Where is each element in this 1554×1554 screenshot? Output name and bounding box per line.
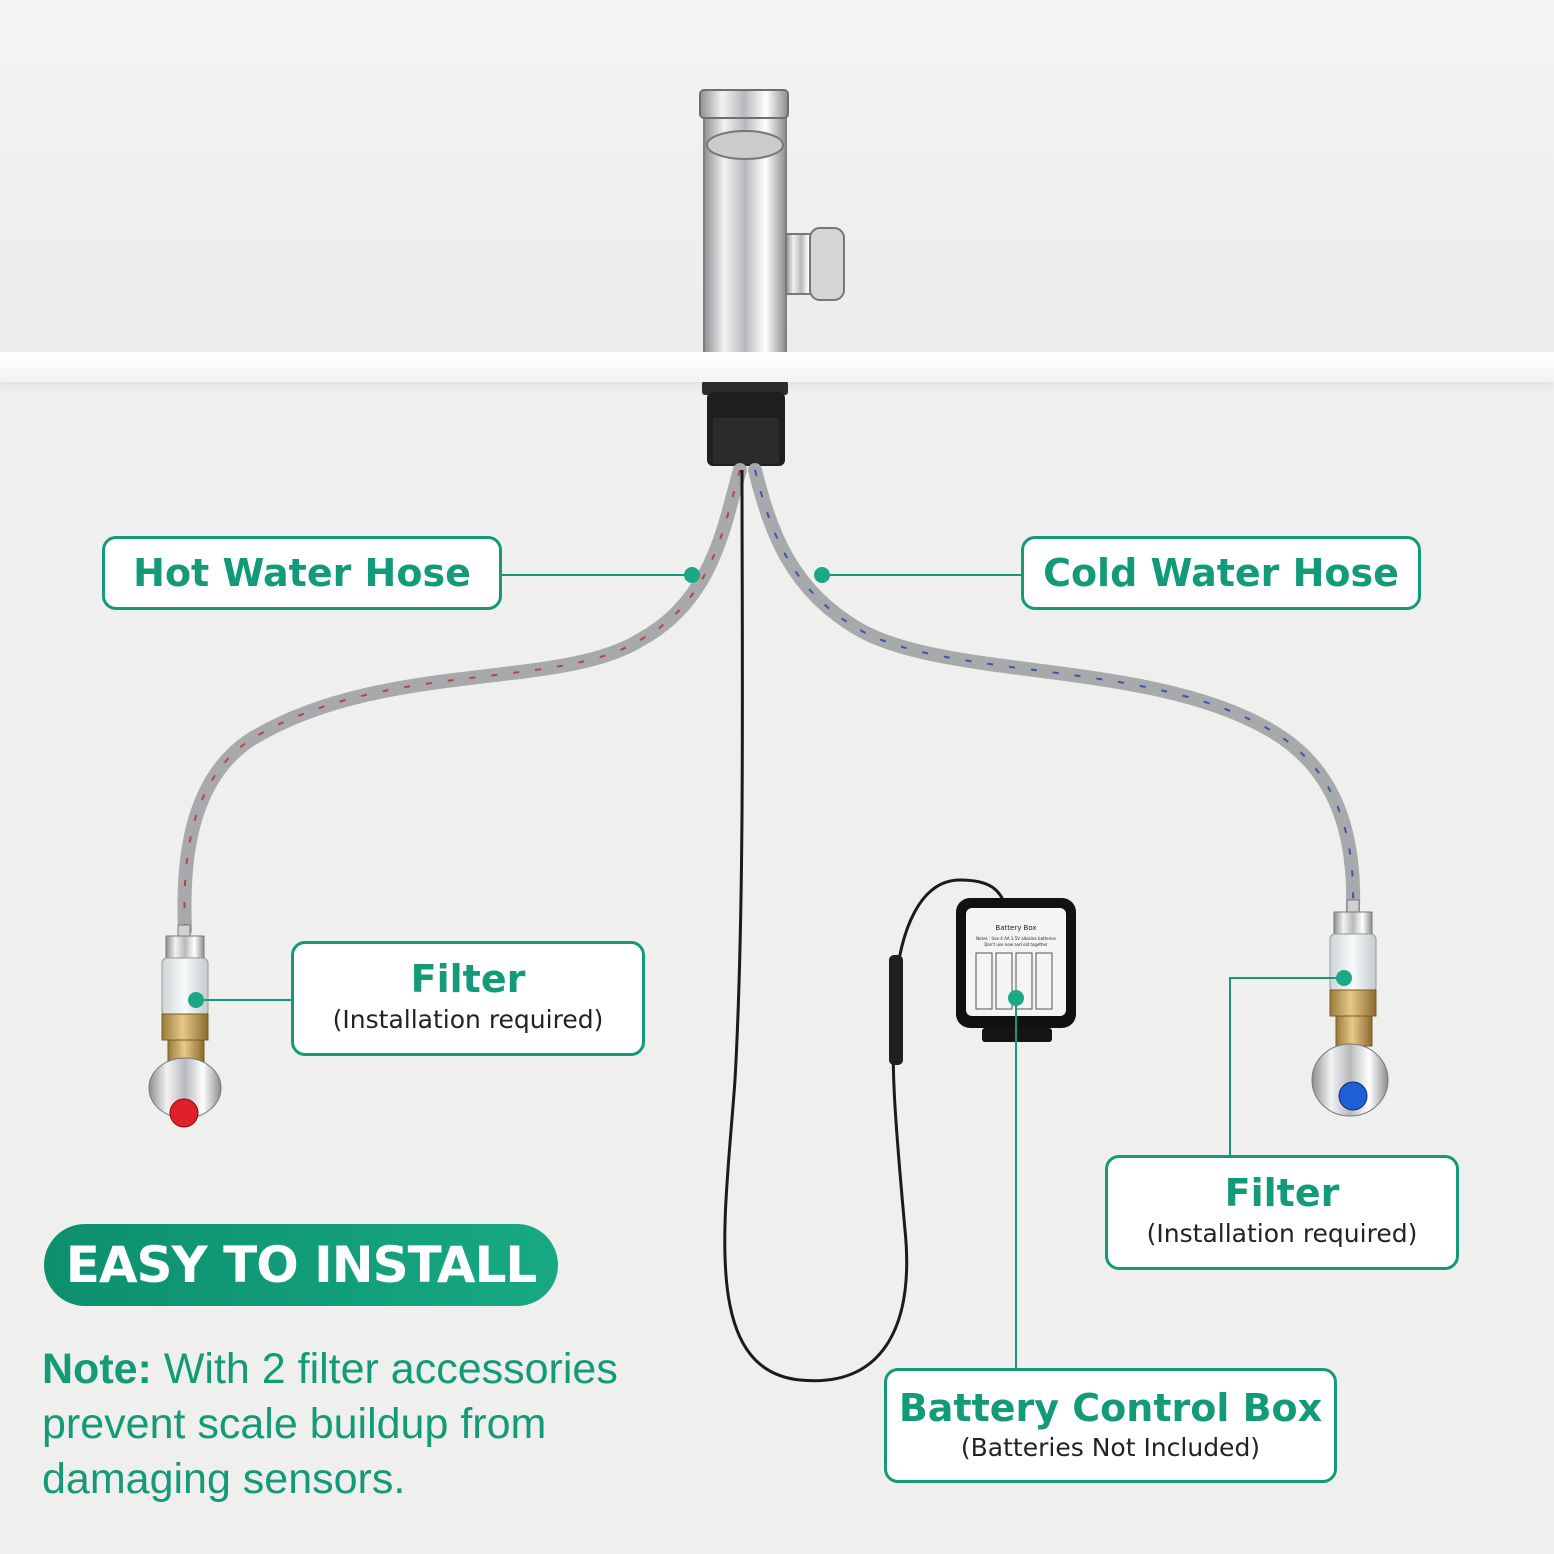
battery-box-icon: Battery Box Notes : Use 4 AA 1.5V alkali… [956,898,1076,1042]
hot-hose-icon [177,463,747,937]
callout-dots [188,567,1352,1008]
note-text: Note: With 2 filter accessories prevent … [42,1342,722,1507]
left-filter-label: Filter (Installation required) [291,941,645,1056]
right-filter-valve-icon [1311,899,1389,1117]
hot-water-hose-label: Hot Water Hose [102,536,502,610]
right-filter-subtitle: (Installation required) [1146,1219,1418,1248]
note-body: With 2 filter accessories prevent scale … [42,1345,618,1503]
cold-water-hose-title: Cold Water Hose [1043,551,1399,595]
battery-box-note-2: Don't use new and old together [984,942,1048,947]
battery-box-heading: Battery Box [995,924,1036,932]
mount-nut-icon [702,381,788,466]
easy-to-install-banner: EASY TO INSTALL [44,1224,558,1306]
battery-control-box-label: Battery Control Box (Batteries Not Inclu… [884,1368,1337,1483]
countertop [0,352,1554,382]
faucet-icon [699,89,845,357]
sensor-cable-icon [723,469,1007,1383]
note-prefix: Note: [42,1345,152,1393]
battery-control-box-subtitle: (Batteries Not Included) [960,1433,1261,1462]
right-filter-label: Filter (Installation required) [1105,1155,1459,1270]
right-filter-title: Filter [1224,1171,1340,1215]
left-filter-subtitle: (Installation required) [332,1005,604,1034]
cold-water-hose-label: Cold Water Hose [1021,536,1421,610]
hot-water-hose-title: Hot Water Hose [133,551,471,595]
left-filter-title: Filter [410,957,526,1001]
battery-control-box-title: Battery Control Box [898,1386,1323,1430]
left-filter-valve-icon [148,924,222,1128]
battery-box-note-1: Notes : Use 4 AA 1.5V alkaline batteries [976,936,1056,941]
callout-lines [196,574,1344,1368]
